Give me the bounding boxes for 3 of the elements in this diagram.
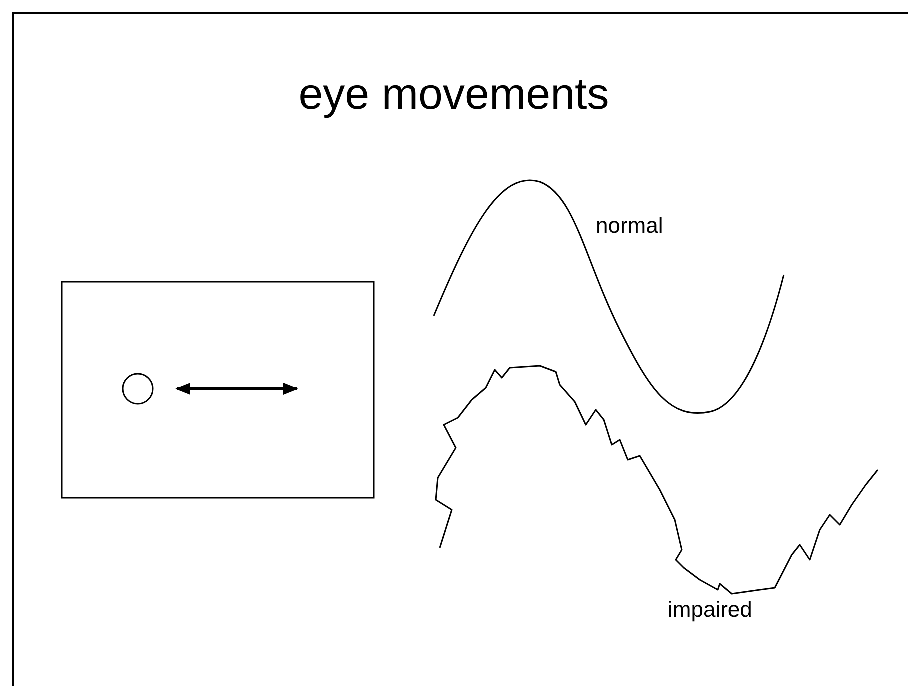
slide-title: eye movements — [298, 70, 610, 120]
curve-label: impaired — [668, 597, 752, 623]
curve-label: normal — [596, 213, 664, 239]
